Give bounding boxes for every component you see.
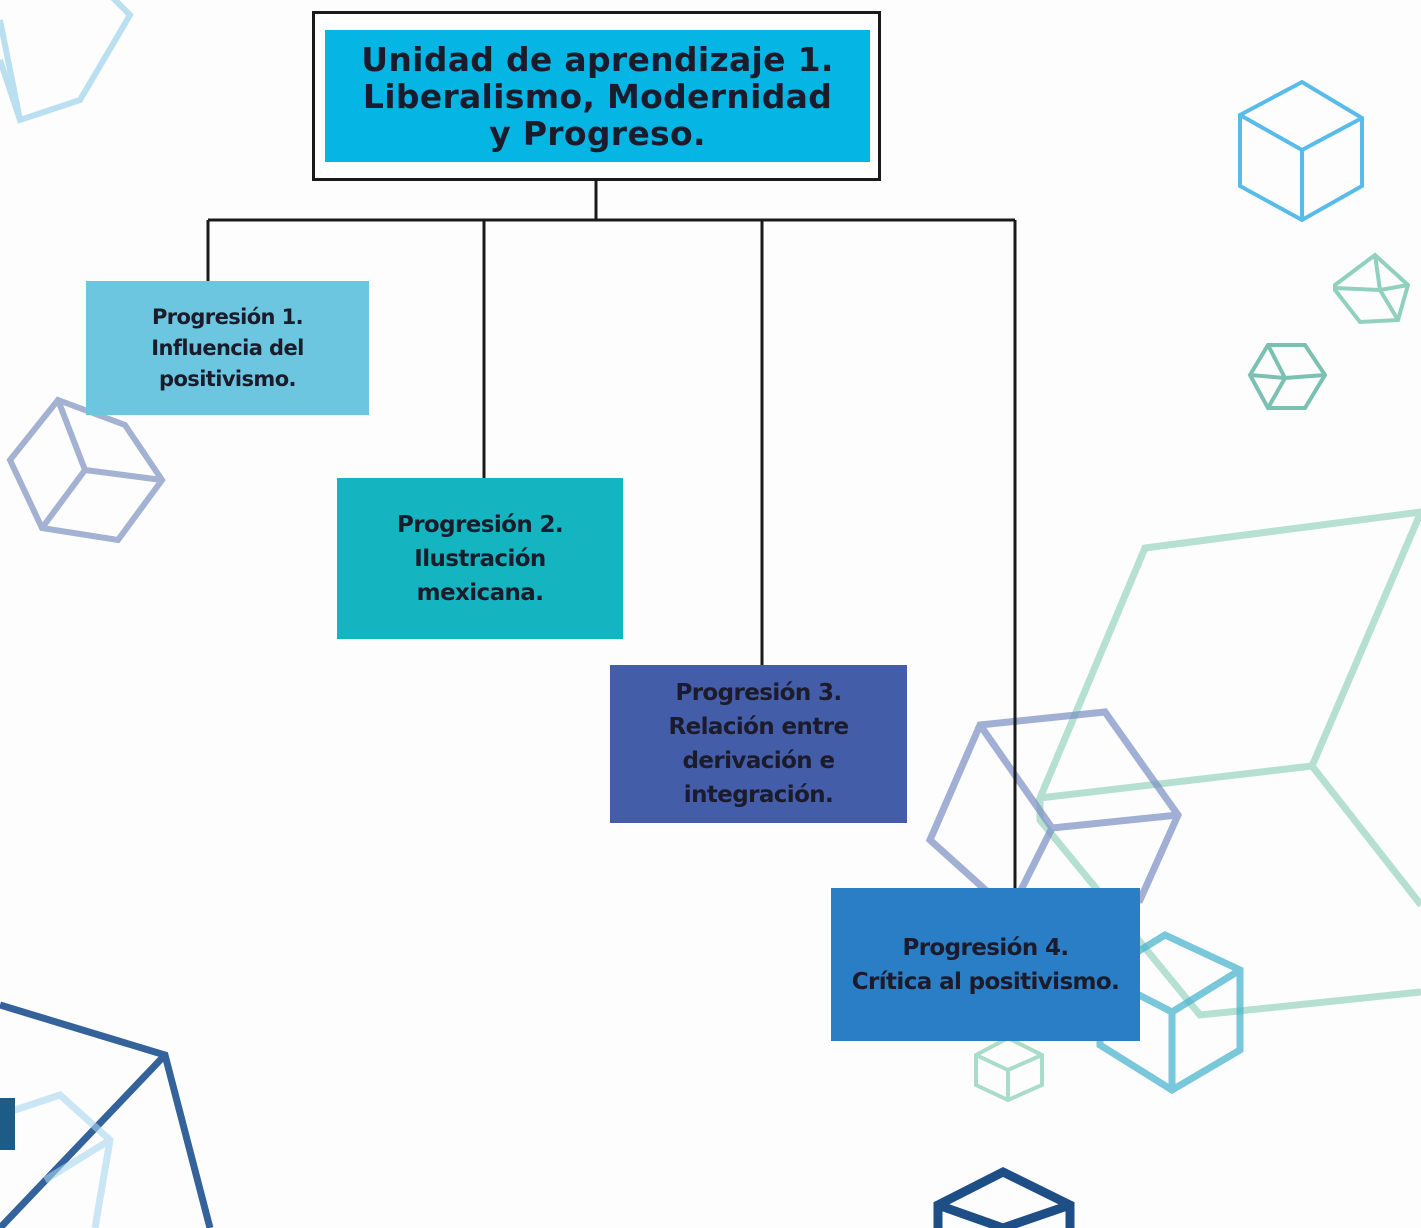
progression-4-text: Progresión 4. Crítica al positivismo. [851,934,1120,995]
cube-decoration [0,0,134,124]
progression-4-box: Progresión 4. Crítica al positivismo. [831,888,1140,1041]
edge-tab-decoration [0,1098,15,1150]
unit-title-text: Unidad de aprendizaje 1. Liberalismo, Mo… [361,39,834,153]
cube-decoration [1247,343,1328,410]
cube-decoration [0,1091,114,1228]
cube-decoration [6,396,166,544]
progression-3-text: Progresión 3. Relación entre derivación … [668,680,850,808]
progression-2-box: Progresión 2. Ilustración mexicana. [337,478,623,639]
progression-2-text: Progresión 2. Ilustración mexicana. [396,511,564,606]
unit-title-box: Unidad de aprendizaje 1. Liberalismo, Mo… [325,30,870,162]
cube-decoration [1333,252,1411,325]
progression-1-box: Progresión 1. Influencia del positivismo… [86,281,369,415]
progression-3-box: Progresión 3. Relación entre derivación … [610,665,907,823]
cube-decoration [1238,79,1364,223]
progression-1-text: Progresión 1. Influencia del positivismo… [151,304,304,391]
cube-decoration [933,1166,1075,1228]
cube-decoration [0,1001,214,1228]
